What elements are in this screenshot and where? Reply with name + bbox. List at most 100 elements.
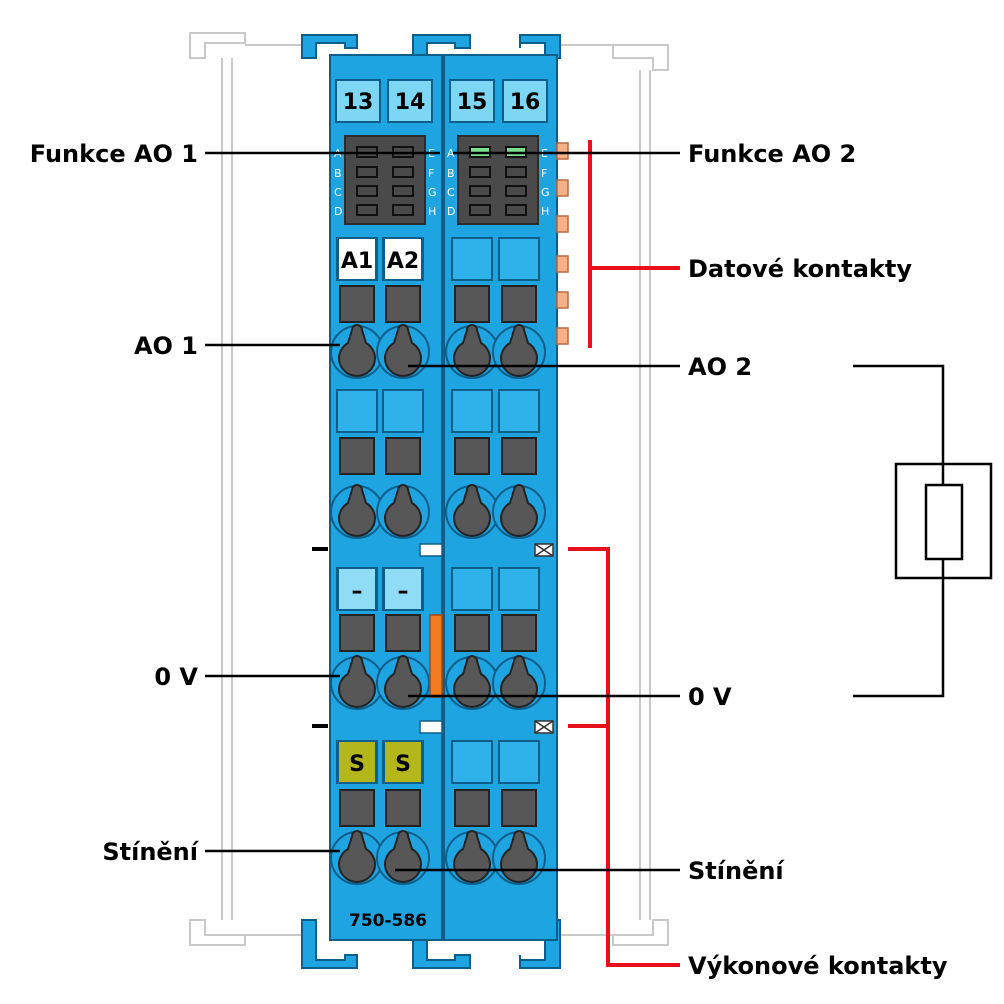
conductor-window-2-1	[336, 389, 378, 433]
marker-minus-1-text: –	[352, 579, 363, 604]
notch-upper	[419, 543, 443, 557]
led-letter-a-right: A	[447, 147, 455, 160]
conductor-window-1-4	[498, 237, 540, 281]
marker-a1-text: A1	[341, 249, 373, 274]
release-slot-3-1[interactable]	[339, 614, 375, 652]
conductor-opening-2-2[interactable]	[383, 484, 423, 537]
conductor-opening-2-4[interactable]	[499, 484, 539, 537]
release-slot-2-3[interactable]	[454, 437, 490, 475]
marker-s-2-text: S	[395, 752, 411, 777]
led-letter-h-right: H	[541, 205, 549, 218]
bottom-clamp-left	[301, 919, 358, 969]
release-slot-1-3[interactable]	[454, 285, 490, 323]
led-letter-h: H	[428, 205, 436, 218]
top-clamp-left	[301, 34, 358, 59]
marker-a2	[383, 237, 423, 281]
release-slot-1-1[interactable]	[339, 285, 375, 323]
led-letter-g: G	[428, 186, 437, 199]
power-contact-upper	[534, 543, 554, 557]
release-slot-4-1[interactable]	[339, 789, 375, 827]
leader-lines	[205, 151, 680, 872]
marker-minus-2-text: –	[398, 579, 409, 604]
release-slot-2-4[interactable]	[501, 437, 537, 475]
data-contacts	[556, 142, 569, 345]
power-contacts-bracket	[568, 547, 680, 967]
conductor-window-3-4	[498, 567, 540, 611]
led-letter-g-right: G	[541, 186, 550, 199]
release-slot-1-4[interactable]	[501, 285, 537, 323]
release-slot-4-4[interactable]	[501, 789, 537, 827]
conductor-opening-2-1[interactable]	[337, 484, 377, 537]
marker-a1	[337, 237, 377, 281]
part-number: 750-586	[349, 911, 427, 931]
release-slot-2-2[interactable]	[385, 437, 421, 475]
led-letter-d-right: D	[447, 205, 455, 218]
led-letter-c-right: C	[447, 186, 455, 199]
release-slot-4-3[interactable]	[454, 789, 490, 827]
conductor-opening-1-2[interactable]	[383, 324, 423, 377]
led-letter-d: D	[334, 205, 342, 218]
led-letter-f-right: F	[541, 167, 547, 180]
terminal-module: 13 14 15 16 A B C D E F G H	[301, 34, 569, 969]
label-ao1: AO 1	[134, 332, 198, 360]
wire-number-15: 15	[457, 90, 488, 115]
marker-minus-1	[337, 567, 377, 611]
label-0v-right: 0 V	[688, 683, 732, 711]
led-letter-f: F	[428, 167, 434, 180]
marker-s-2	[383, 740, 423, 784]
conductor-opening-3-4[interactable]	[499, 655, 539, 708]
wire-number-14: 14	[395, 90, 426, 115]
labels: Funkce AO 1 Funkce AO 2 Datové kontakty …	[30, 140, 948, 980]
led-letter-b-right: B	[447, 167, 455, 180]
conductor-opening-1-4[interactable]	[499, 324, 539, 377]
markers: A1 A2 – – S S	[337, 237, 423, 784]
release-slot-2-1[interactable]	[339, 437, 375, 475]
wire-windows: 13 14 15 16	[335, 79, 548, 123]
conductor-opening-1-3[interactable]	[452, 324, 492, 377]
led-letter-c: C	[334, 186, 342, 199]
conductor-window-2-2	[382, 389, 424, 433]
label-vykonove-kontakty: Výkonové kontakty	[688, 952, 948, 980]
led-panel-right: A B C D E F G H	[447, 135, 550, 225]
release-slot-4-2[interactable]	[385, 789, 421, 827]
power-jumper	[429, 614, 443, 698]
label-funkce-ao2: Funkce AO 2	[688, 140, 856, 168]
conductor-window-4-4	[498, 740, 540, 784]
label-datove-kontakty: Datové kontakty	[688, 255, 912, 283]
conductor-window-2-4	[498, 389, 540, 433]
top-clamp-middle	[412, 34, 471, 59]
label-0v-left: 0 V	[154, 663, 198, 691]
wire-number-16: 16	[510, 90, 541, 115]
label-funkce-ao1: Funkce AO 1	[30, 140, 198, 168]
conductor-opening-3-1[interactable]	[337, 655, 377, 708]
notch-lower	[419, 720, 443, 734]
release-slot-3-4[interactable]	[501, 614, 537, 652]
release-slot-3-2[interactable]	[385, 614, 421, 652]
release-slot-3-3[interactable]	[454, 614, 490, 652]
led-letter-b: B	[334, 167, 342, 180]
conductor-opening-1-1[interactable]	[337, 324, 377, 377]
led-panel-left: A B C D E F G H	[334, 135, 437, 225]
conductor-window-2-3	[451, 389, 493, 433]
conductor-opening-3-2[interactable]	[383, 655, 423, 708]
terminal-rows	[330, 237, 546, 885]
din-rail	[189, 32, 669, 946]
marker-a2-text: A2	[387, 249, 419, 274]
load-resistor-symbol	[853, 364, 993, 698]
data-contacts-bracket	[588, 140, 680, 348]
conductor-window-4-3	[451, 740, 493, 784]
power-contact-lower	[534, 720, 554, 734]
conductor-opening-4-1[interactable]	[337, 830, 377, 883]
label-stineni-left: Stínění	[102, 838, 199, 866]
marker-s-1	[337, 740, 377, 784]
marker-s-1-text: S	[349, 752, 365, 777]
wire-number-13: 13	[343, 90, 374, 115]
conductor-window-3-3	[451, 567, 493, 611]
release-slot-1-2[interactable]	[385, 285, 421, 323]
conductor-opening-2-3[interactable]	[452, 484, 492, 537]
conductor-opening-3-3[interactable]	[452, 655, 492, 708]
label-ao2: AO 2	[688, 353, 752, 381]
label-stineni-right: Stínění	[688, 857, 785, 885]
marker-minus-2	[383, 567, 423, 611]
